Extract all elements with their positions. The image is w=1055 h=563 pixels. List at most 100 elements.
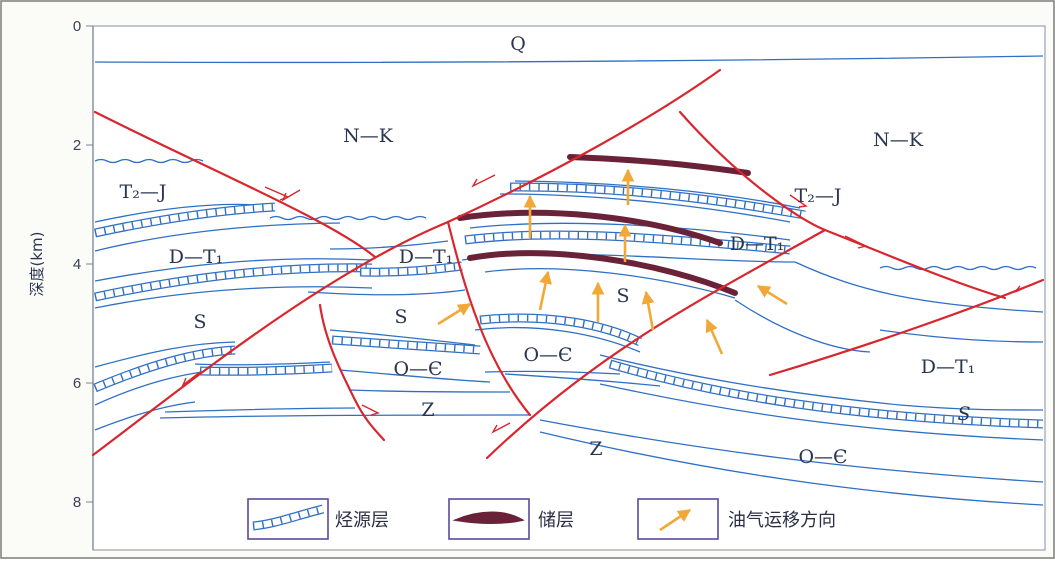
source-rock-band-fb3-upper (359, 261, 463, 277)
y-axis: 0 2 4 6 8 深度(km) (28, 18, 94, 550)
fault-crest (446, 220, 532, 417)
boundary-fb3-6 (159, 414, 531, 419)
unit-label-t2j-right: T₂—J (795, 185, 842, 207)
fault-right-thrust (768, 278, 1045, 377)
boundary-right-5 (599, 383, 1044, 441)
fault-arrow-2 (281, 189, 301, 202)
fault-arrow-5 (471, 174, 496, 188)
unit-label-oe-right: O—Є (798, 446, 847, 468)
source-rock-band-fb3-lower (331, 335, 481, 355)
source-rock-band-fb5 (479, 313, 642, 347)
y-tick-label-4: 4 (73, 256, 81, 273)
unit-label-dt1-left: D—T₁ (169, 246, 224, 268)
unit-label-q: Q (510, 33, 526, 55)
source-rock-band-fb4-upper (509, 182, 806, 220)
boundary-fb4-1 (514, 180, 801, 209)
source-rock-layers (93, 182, 1044, 429)
unit-label-nk-left: N—K (343, 125, 394, 147)
migration-arrow (641, 290, 655, 331)
y-tick-label-8: 8 (73, 494, 81, 511)
unit-labels: Q N—K N—K T₂—J T₂—J D—T₁ D—T₁ D—T₁ D—T₁ … (120, 33, 976, 468)
y-tick-label-6: 6 (73, 375, 81, 392)
legend-label-source-rock: 烃源层 (335, 510, 389, 531)
fault-arrow-9 (1014, 282, 1036, 293)
migration-arrow (705, 318, 724, 355)
boundary-right-2 (599, 354, 1044, 411)
unit-label-s-left: S (193, 311, 206, 333)
reservoir-middle (457, 209, 723, 246)
unit-label-dt1-right: D—T₁ (921, 356, 976, 378)
reservoir-layers (457, 154, 751, 296)
unit-label-s-mid: S (394, 306, 407, 328)
fault-backthrust (485, 228, 827, 460)
fault-arrow-3 (181, 371, 201, 388)
boundary-fb5-3 (484, 370, 621, 375)
boundary-right-3 (794, 261, 1044, 313)
unit-label-z-mid: Z (421, 399, 434, 421)
boundary-fb3-3 (329, 329, 476, 346)
unit-label-t2j-left: T₂—J (120, 181, 167, 203)
unit-label-s-right: S (957, 403, 970, 425)
unit-label-dt1-mid: D—T₁ (399, 246, 454, 268)
source-rock-band-fb4-lower (464, 230, 791, 255)
legend-label-reservoir: 储层 (538, 510, 574, 531)
stratigraphic-boundaries (94, 55, 1044, 506)
migration-arrows (437, 168, 788, 355)
y-tick-label-2: 2 (73, 137, 81, 154)
legend-item-migration: 油气运移方向 (637, 498, 836, 540)
legend-swatch-reservoir (452, 511, 525, 524)
unconformity-middle (269, 215, 427, 221)
boundary-fb4-5 (484, 268, 736, 299)
boundary-right-6 (539, 419, 1044, 483)
fault-left-thrust (91, 220, 450, 457)
boundary-fb3-5 (349, 389, 511, 393)
migration-arrow (756, 284, 788, 306)
unit-label-z-center: Z (589, 438, 602, 460)
source-rock-band-right (608, 359, 1044, 429)
unit-label-oe-mid: O—Є (393, 358, 442, 380)
boundary-left-4 (94, 286, 373, 309)
y-tick-label-0: 0 (73, 18, 81, 35)
boundary-fb3-1 (329, 240, 449, 250)
y-axis-title: 深度(km) (28, 231, 46, 296)
boundary-fb4-2 (499, 193, 791, 223)
legend: 烃源层 储层 油气运移方向 (247, 498, 836, 540)
source-rock-band-left-deep (93, 345, 236, 393)
boundary-right-1 (734, 299, 871, 353)
fault-arrow-4 (361, 404, 380, 416)
unit-label-nk-right: N—K (873, 129, 924, 151)
legend-label-migration: 油气运移方向 (728, 510, 836, 531)
unconformity-right (879, 265, 1037, 271)
fault-arrow-6 (491, 422, 511, 434)
boundary-fb5-2 (504, 373, 661, 387)
migration-arrow (437, 302, 472, 326)
reservoir-lower (467, 250, 738, 296)
migration-arrow (538, 270, 552, 311)
unconformity-left (94, 158, 204, 164)
boundary-right-7 (539, 431, 1044, 506)
unit-label-dt1-center: D—T₁ (730, 233, 785, 255)
legend-item-reservoir: 储层 (448, 498, 574, 540)
source-rock-band-left-upper (94, 202, 276, 238)
fault-arrow-8 (844, 235, 869, 249)
boundary-fb2-2 (164, 407, 356, 413)
boundary-fb3-4 (339, 369, 491, 383)
boundary-left-s-base (94, 341, 236, 368)
fault-main-steep (446, 68, 722, 224)
fault-right-normal (678, 110, 1007, 300)
fault-motion-arrows (181, 174, 1036, 434)
fault-left-listric (93, 110, 377, 259)
boundary-q-base (94, 55, 1044, 64)
fault-arrow-7 (789, 194, 808, 208)
fault-small-high (318, 303, 386, 442)
source-rock-band-fb2 (199, 363, 333, 376)
legend-swatch-migration-arrow (659, 508, 692, 532)
unit-label-oe-center: O—Є (523, 344, 572, 366)
boundary-left-2 (94, 222, 341, 252)
boundary-fb3-2 (307, 289, 466, 296)
source-rock-band-left-lower (94, 263, 373, 302)
legend-item-source-rock: 烃源层 (247, 498, 389, 540)
